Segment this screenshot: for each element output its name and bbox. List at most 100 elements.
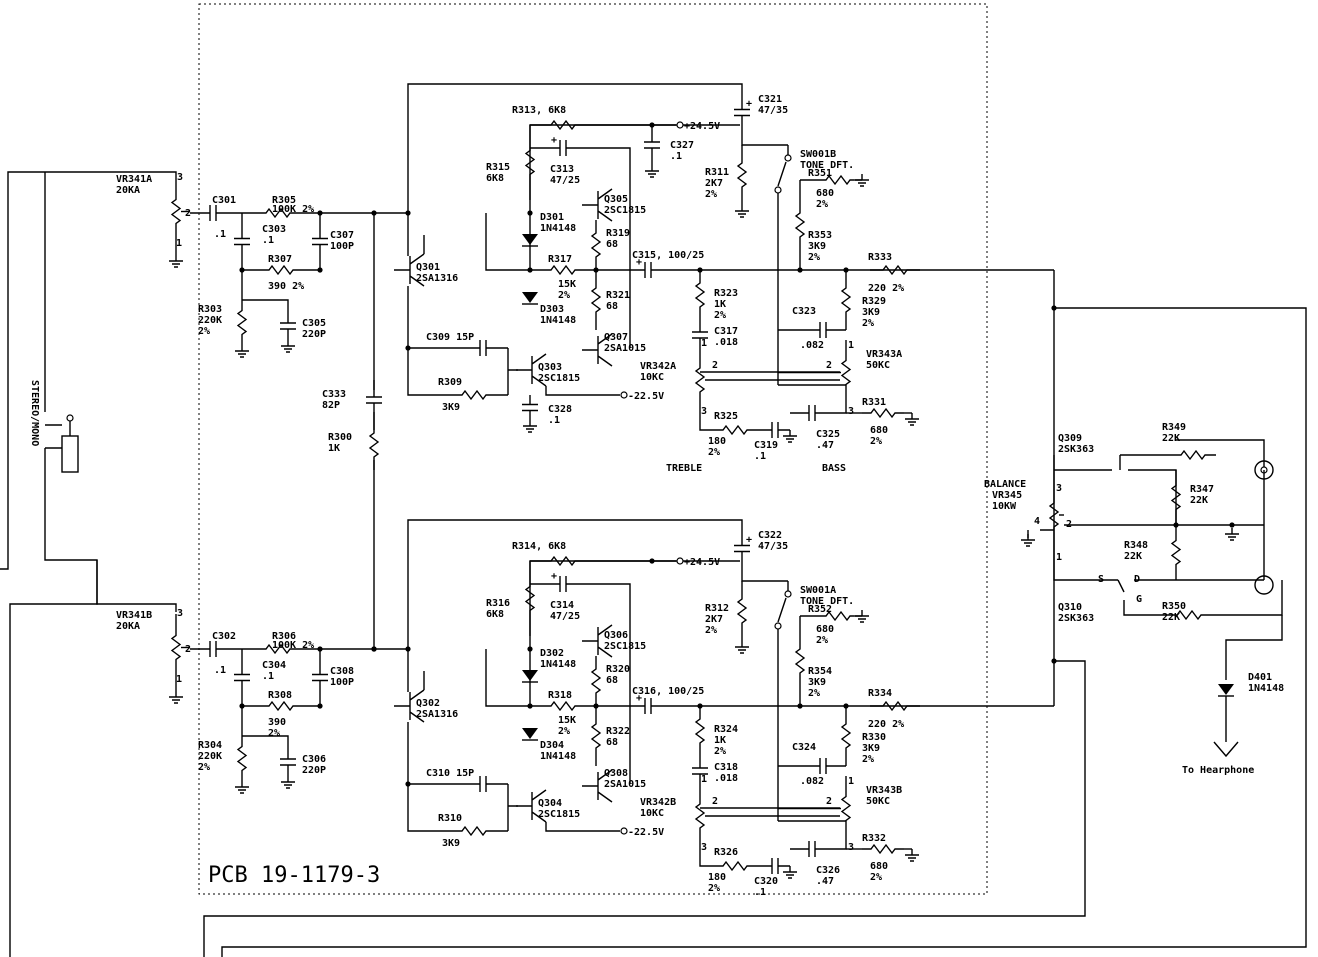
capacitor-symbol <box>734 100 750 125</box>
r325-value: 2% <box>708 447 720 458</box>
d303-label: D303 <box>540 304 564 315</box>
c301-value: .1 <box>214 665 226 676</box>
terminal <box>774 622 782 630</box>
resistor-symbol <box>590 706 602 766</box>
q303-label: 2SC1815 <box>538 809 580 820</box>
resistor-symbol <box>524 125 536 200</box>
r353-label: 2% <box>808 252 820 263</box>
r348-label: R348 <box>1124 540 1148 551</box>
resistor-symbol <box>590 656 602 706</box>
vr343-label: 50KC <box>866 360 890 371</box>
wire <box>1027 529 1054 538</box>
q307-label: 2SA1015 <box>604 343 646 354</box>
c325-label: .47 <box>816 876 834 887</box>
r349-label: R349 <box>1162 422 1186 433</box>
r329-label: R329 <box>862 296 886 307</box>
r323-label: 1K <box>714 735 726 746</box>
c313-label: C313 <box>550 164 574 175</box>
r311-label: R312 <box>705 603 729 614</box>
capacitor-symbol <box>800 322 846 338</box>
pin-label: 1 <box>1056 552 1062 563</box>
r351-value: 680 <box>816 624 834 635</box>
r303-label: 220K <box>198 751 222 762</box>
resistor-symbol <box>440 389 508 401</box>
c321-label: C322 <box>758 530 782 541</box>
bass-label: BASS <box>822 463 846 474</box>
q301-label: Q302 <box>416 698 440 709</box>
vr342-label: VR342A <box>640 361 676 372</box>
resistor-symbol <box>236 207 320 219</box>
pcb-label: PCB 19-1179-3 <box>208 863 380 888</box>
c303-label: C303 <box>262 224 286 235</box>
pin-label: 3 <box>848 406 854 417</box>
junction-dot <box>405 345 411 351</box>
d303-label: 1N4148 <box>540 751 576 762</box>
resistor-symbol <box>840 706 852 766</box>
resistor-symbol <box>1170 525 1182 580</box>
q305-label: 2SC1815 <box>604 205 646 216</box>
r321-label: R322 <box>606 726 630 737</box>
r303-label: R304 <box>198 740 222 751</box>
c307-label: 100P <box>330 677 354 688</box>
r331-label: R331 <box>862 397 886 408</box>
r309-value: 3K9 <box>442 402 460 413</box>
switch-label: STEREO/MONO <box>29 380 40 446</box>
q309-label: 2SK363 <box>1058 444 1094 455</box>
resistor-symbol <box>870 264 920 276</box>
r329-label: R330 <box>862 732 886 743</box>
resistor-symbol <box>694 706 706 756</box>
positive-rail-label: +24.5V <box>684 557 720 568</box>
c321-label: 47/35 <box>758 105 788 116</box>
q305-label: Q306 <box>604 630 628 641</box>
vr343-label: 50KC <box>866 796 890 807</box>
q303-label: Q303 <box>538 362 562 373</box>
wire <box>203 660 1086 957</box>
junction-dot <box>527 646 533 652</box>
wire <box>96 560 177 612</box>
capacitor-symbol <box>280 312 296 340</box>
c319-label: .1 <box>754 887 766 898</box>
r331-value: 680 <box>870 861 888 872</box>
pin-label: G <box>1136 594 1142 605</box>
q310-label: Q310 <box>1058 602 1082 613</box>
capacitor-symbol <box>234 213 250 270</box>
wire <box>507 784 518 831</box>
r351-label: R351 <box>808 168 832 179</box>
c307-label: C308 <box>330 666 354 677</box>
wire <box>1117 579 1264 616</box>
c325-label: C325 <box>816 429 840 440</box>
capacitor-symbol <box>530 140 596 156</box>
r317-value: 15K <box>558 279 576 290</box>
pin-label: 2 <box>185 208 191 219</box>
junction-dot <box>649 558 655 564</box>
c313-label: C314 <box>550 600 574 611</box>
c321-label: C321 <box>758 94 782 105</box>
terminal <box>676 557 684 565</box>
pin-label: 3 <box>701 406 707 417</box>
capacitor-symbol <box>190 205 236 221</box>
c307-label: 100P <box>330 241 354 252</box>
r309-label: R309 <box>438 377 462 388</box>
r321-label: 68 <box>606 301 618 312</box>
r309-label: R310 <box>438 813 462 824</box>
d301-label: D302 <box>540 648 564 659</box>
resistor-symbol <box>736 145 748 205</box>
r331-label: R332 <box>862 833 886 844</box>
c319-label: C320 <box>754 876 778 887</box>
r317-label: R318 <box>548 690 572 701</box>
tone-defeat-switch-label: TONE DFT. <box>800 160 854 171</box>
wire <box>1053 455 1118 581</box>
vr341-label: 20KA <box>116 185 140 196</box>
transistor-symbol <box>582 769 613 803</box>
r333-value: 220 2% <box>868 719 904 730</box>
junction-dot <box>317 267 323 273</box>
c301-label: C302 <box>212 631 236 642</box>
r311-label: 2K7 <box>705 178 723 189</box>
resistor-symbol <box>590 220 602 270</box>
junction-dot <box>797 267 803 273</box>
r315-label: R316 <box>486 598 510 609</box>
r305-value: 100K 2% <box>272 640 314 651</box>
capacitor-symbol <box>530 576 596 592</box>
wire <box>545 822 620 832</box>
c315-label: C315, 100/25 <box>632 250 704 261</box>
